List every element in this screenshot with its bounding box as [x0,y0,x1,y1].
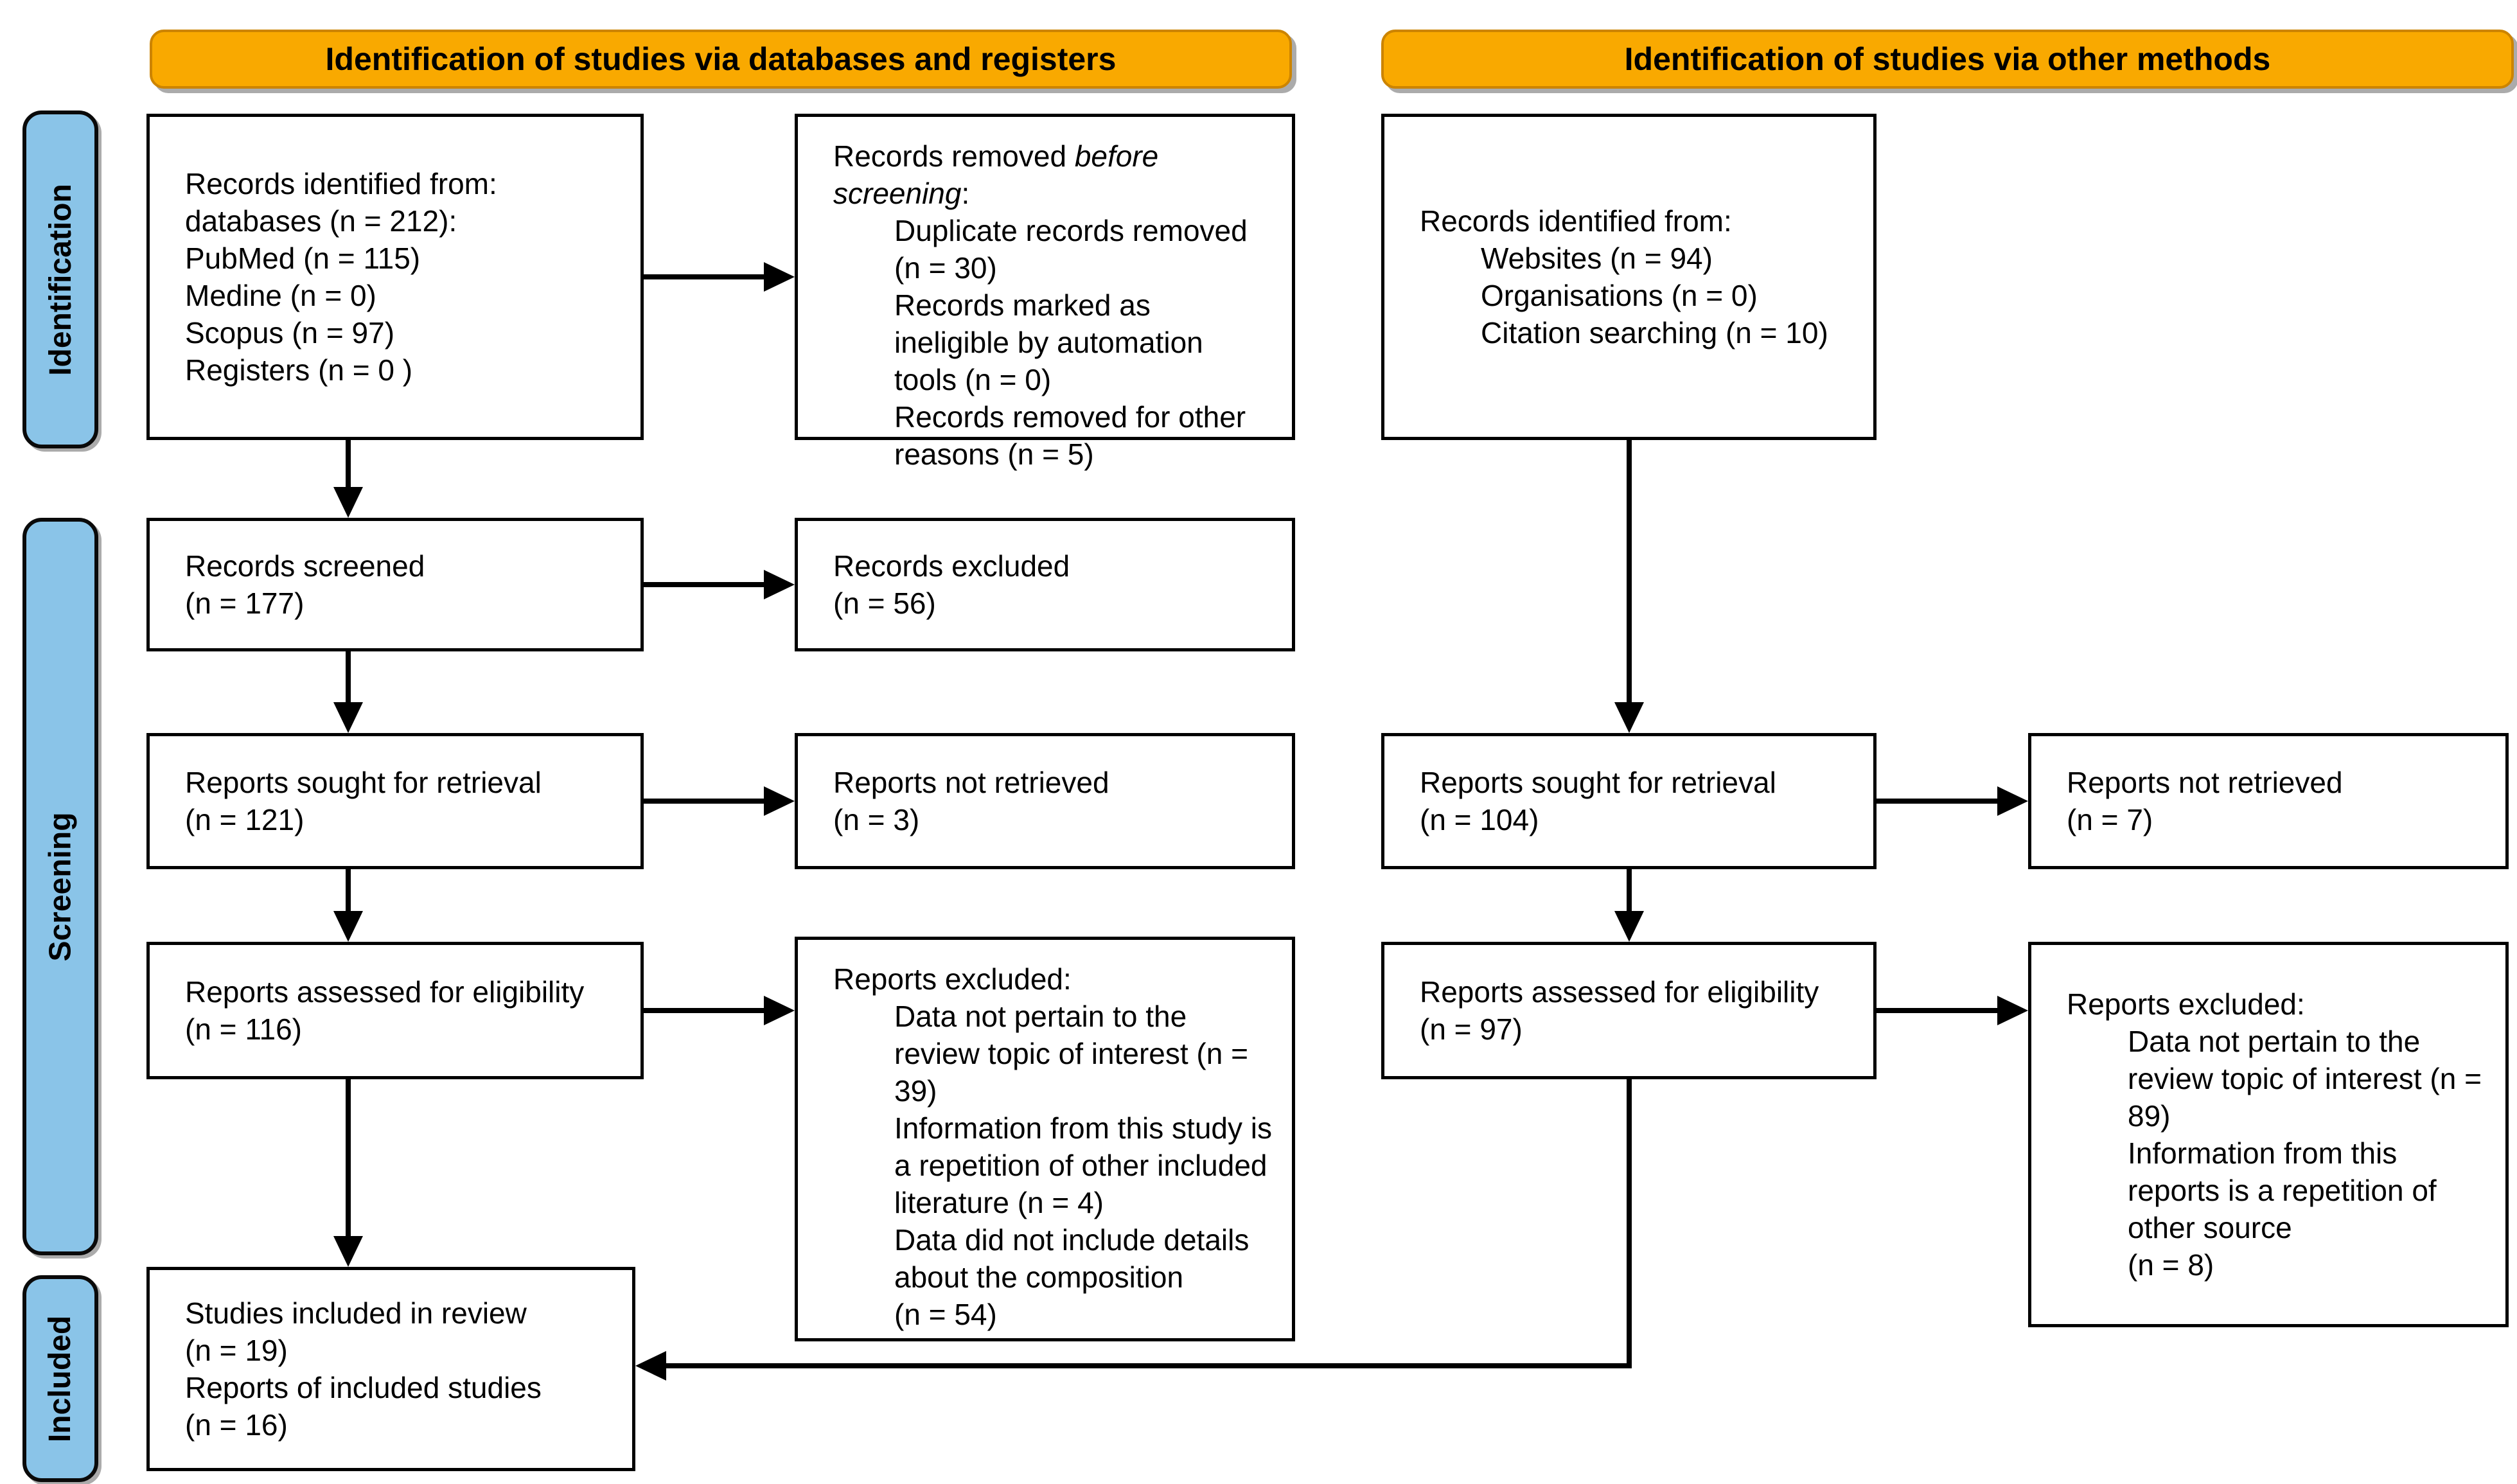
arrowhead-down-icon [333,911,363,942]
box-title: Reports excluded: [2067,987,2305,1021]
box-line: Reports assessed for eligibility [185,975,585,1009]
arrow-assessed-to-excluded-db [644,1008,764,1013]
arrowhead-right-icon [764,996,795,1025]
box-item: Records removed for other reasons (n = 5… [894,400,1246,471]
arrow-identified-other-to-sought [1627,440,1632,706]
arrowhead-right-icon [764,786,795,816]
stage-identification-label: Identification [43,183,78,376]
box-reports-excluded-databases: Reports excluded: Data not pertain to th… [795,937,1295,1341]
box-records-identified-databases: Records identified from: databases (n = … [146,114,644,440]
box-line: Reports of included studies [185,1371,542,1404]
box-item: Citation searching (n = 10) [1481,316,1828,349]
arrowhead-down-icon [333,487,363,518]
arrow-sought-to-assessed-db [346,869,351,915]
arrow-assessed-to-excluded-other [1877,1008,1997,1013]
box-line: Reports not retrieved [833,766,1109,799]
box-line: Records excluded [833,549,1070,583]
box-line: Medine (n = 0) [185,279,376,312]
box-item: Data did not include details about the c… [894,1223,1250,1294]
box-reports-excluded-other: Reports excluded: Data not pertain to th… [2028,942,2509,1327]
box-item: Information from this reports is a repet… [2128,1136,2437,1244]
arrow-sought-to-assessed-other [1627,869,1632,915]
box-item: (n = 54) [894,1298,997,1331]
arrowhead-right-icon [1997,996,2028,1025]
banner-other-methods: Identification of studies via other meth… [1381,30,2514,89]
box-line: Studies included in review [185,1296,527,1330]
box-item: Information from this study is a repetit… [894,1111,1272,1219]
box-line: (n = 97) [1420,1012,1523,1046]
box-line: (n = 116) [185,1012,302,1046]
box-title-colon: : [961,177,970,210]
box-line: (n = 121) [185,803,305,836]
box-records-excluded: Records excluded (n = 56) [795,518,1295,651]
arrowhead-down-icon [1614,702,1644,733]
box-line: Reports assessed for eligibility [1420,975,1819,1009]
box-title: Reports excluded: [833,962,1072,996]
arrow-screened-to-excluded [644,582,764,587]
box-line: (n = 104) [1420,803,1539,836]
box-title-italic: before screening [833,139,1159,210]
arrowhead-right-icon [764,570,795,599]
box-line: Reports sought for retrieval [1420,766,1776,799]
arrowhead-down-icon [333,1236,363,1267]
box-studies-included: Studies included in review (n = 19) Repo… [146,1267,635,1471]
box-title: Records removed before screening: [833,137,1193,212]
connector-other-to-included [666,1363,1632,1368]
connector-assessed-other-down [1627,1079,1632,1368]
arrowhead-down-icon [1614,911,1644,942]
box-reports-assessed-databases: Reports assessed for eligibility (n = 11… [146,942,644,1079]
box-line: PubMed (n = 115) [185,242,421,275]
box-reports-assessed-other: Reports assessed for eligibility (n = 97… [1381,942,1877,1079]
box-line: Reports not retrieved [2067,766,2343,799]
stage-included: Included [22,1275,98,1482]
arrow-assessed-to-included [346,1079,351,1240]
box-line: Scopus (n = 97) [185,316,395,349]
arrow-identified-to-screened [346,440,351,491]
stage-included-label: Included [43,1315,78,1442]
box-reports-sought-other: Reports sought for retrieval (n = 104) [1381,733,1877,869]
box-line: (n = 177) [185,587,305,620]
arrowhead-down-icon [333,702,363,733]
box-item: Data not pertain to the review topic of … [2128,1025,2482,1133]
box-line: (n = 16) [185,1408,288,1442]
arrowhead-left-icon [635,1351,666,1381]
box-line: Records screened [185,549,425,583]
stage-identification: Identification [22,110,98,448]
box-reports-not-retrieved-other: Reports not retrieved (n = 7) [2028,733,2509,869]
arrow-sought-to-notretrieved-db [644,799,764,804]
banner-other-methods-label: Identification of studies via other meth… [1624,41,2271,77]
arrow-screened-to-sought [346,651,351,706]
box-title: Records identified from: [1420,204,1732,238]
box-line: (n = 19) [185,1334,288,1367]
box-line: Registers (n = 0 ) [185,353,413,387]
stage-screening-label: Screening [43,811,78,962]
box-item: (n = 8) [2128,1248,2214,1282]
box-reports-sought-databases: Reports sought for retrieval (n = 121) [146,733,644,869]
arrowhead-right-icon [764,262,795,292]
box-line: Records identified from: [185,167,497,200]
box-item: Duplicate records removed (n = 30) [894,214,1248,285]
arrow-sought-to-notretrieved-other [1877,799,1997,804]
box-item: Data not pertain to the review topic of … [894,1000,1248,1108]
box-line: Reports sought for retrieval [185,766,542,799]
box-records-removed-before-screening: Records removed before screening: Duplic… [795,114,1295,471]
box-line: (n = 56) [833,587,936,620]
stage-screening: Screening [22,518,98,1255]
box-title-text: Records removed [833,139,1075,173]
box-line: (n = 7) [2067,803,2153,836]
box-reports-not-retrieved-databases: Reports not retrieved (n = 3) [795,733,1295,869]
box-item: Organisations (n = 0) [1481,279,1758,312]
box-line: (n = 3) [833,803,920,836]
box-item: Records marked as ineligible by automati… [894,288,1203,396]
arrow-identified-to-removed [644,274,764,279]
box-item: Websites (n = 94) [1481,242,1713,275]
banner-databases-registers-label: Identification of studies via databases … [325,41,1117,77]
arrowhead-right-icon [1997,786,2028,816]
box-line: databases (n = 212): [185,204,457,238]
box-records-screened: Records screened (n = 177) [146,518,644,651]
banner-databases-registers: Identification of studies via databases … [150,30,1292,89]
box-records-identified-other: Records identified from: Websites (n = 9… [1381,114,1877,440]
